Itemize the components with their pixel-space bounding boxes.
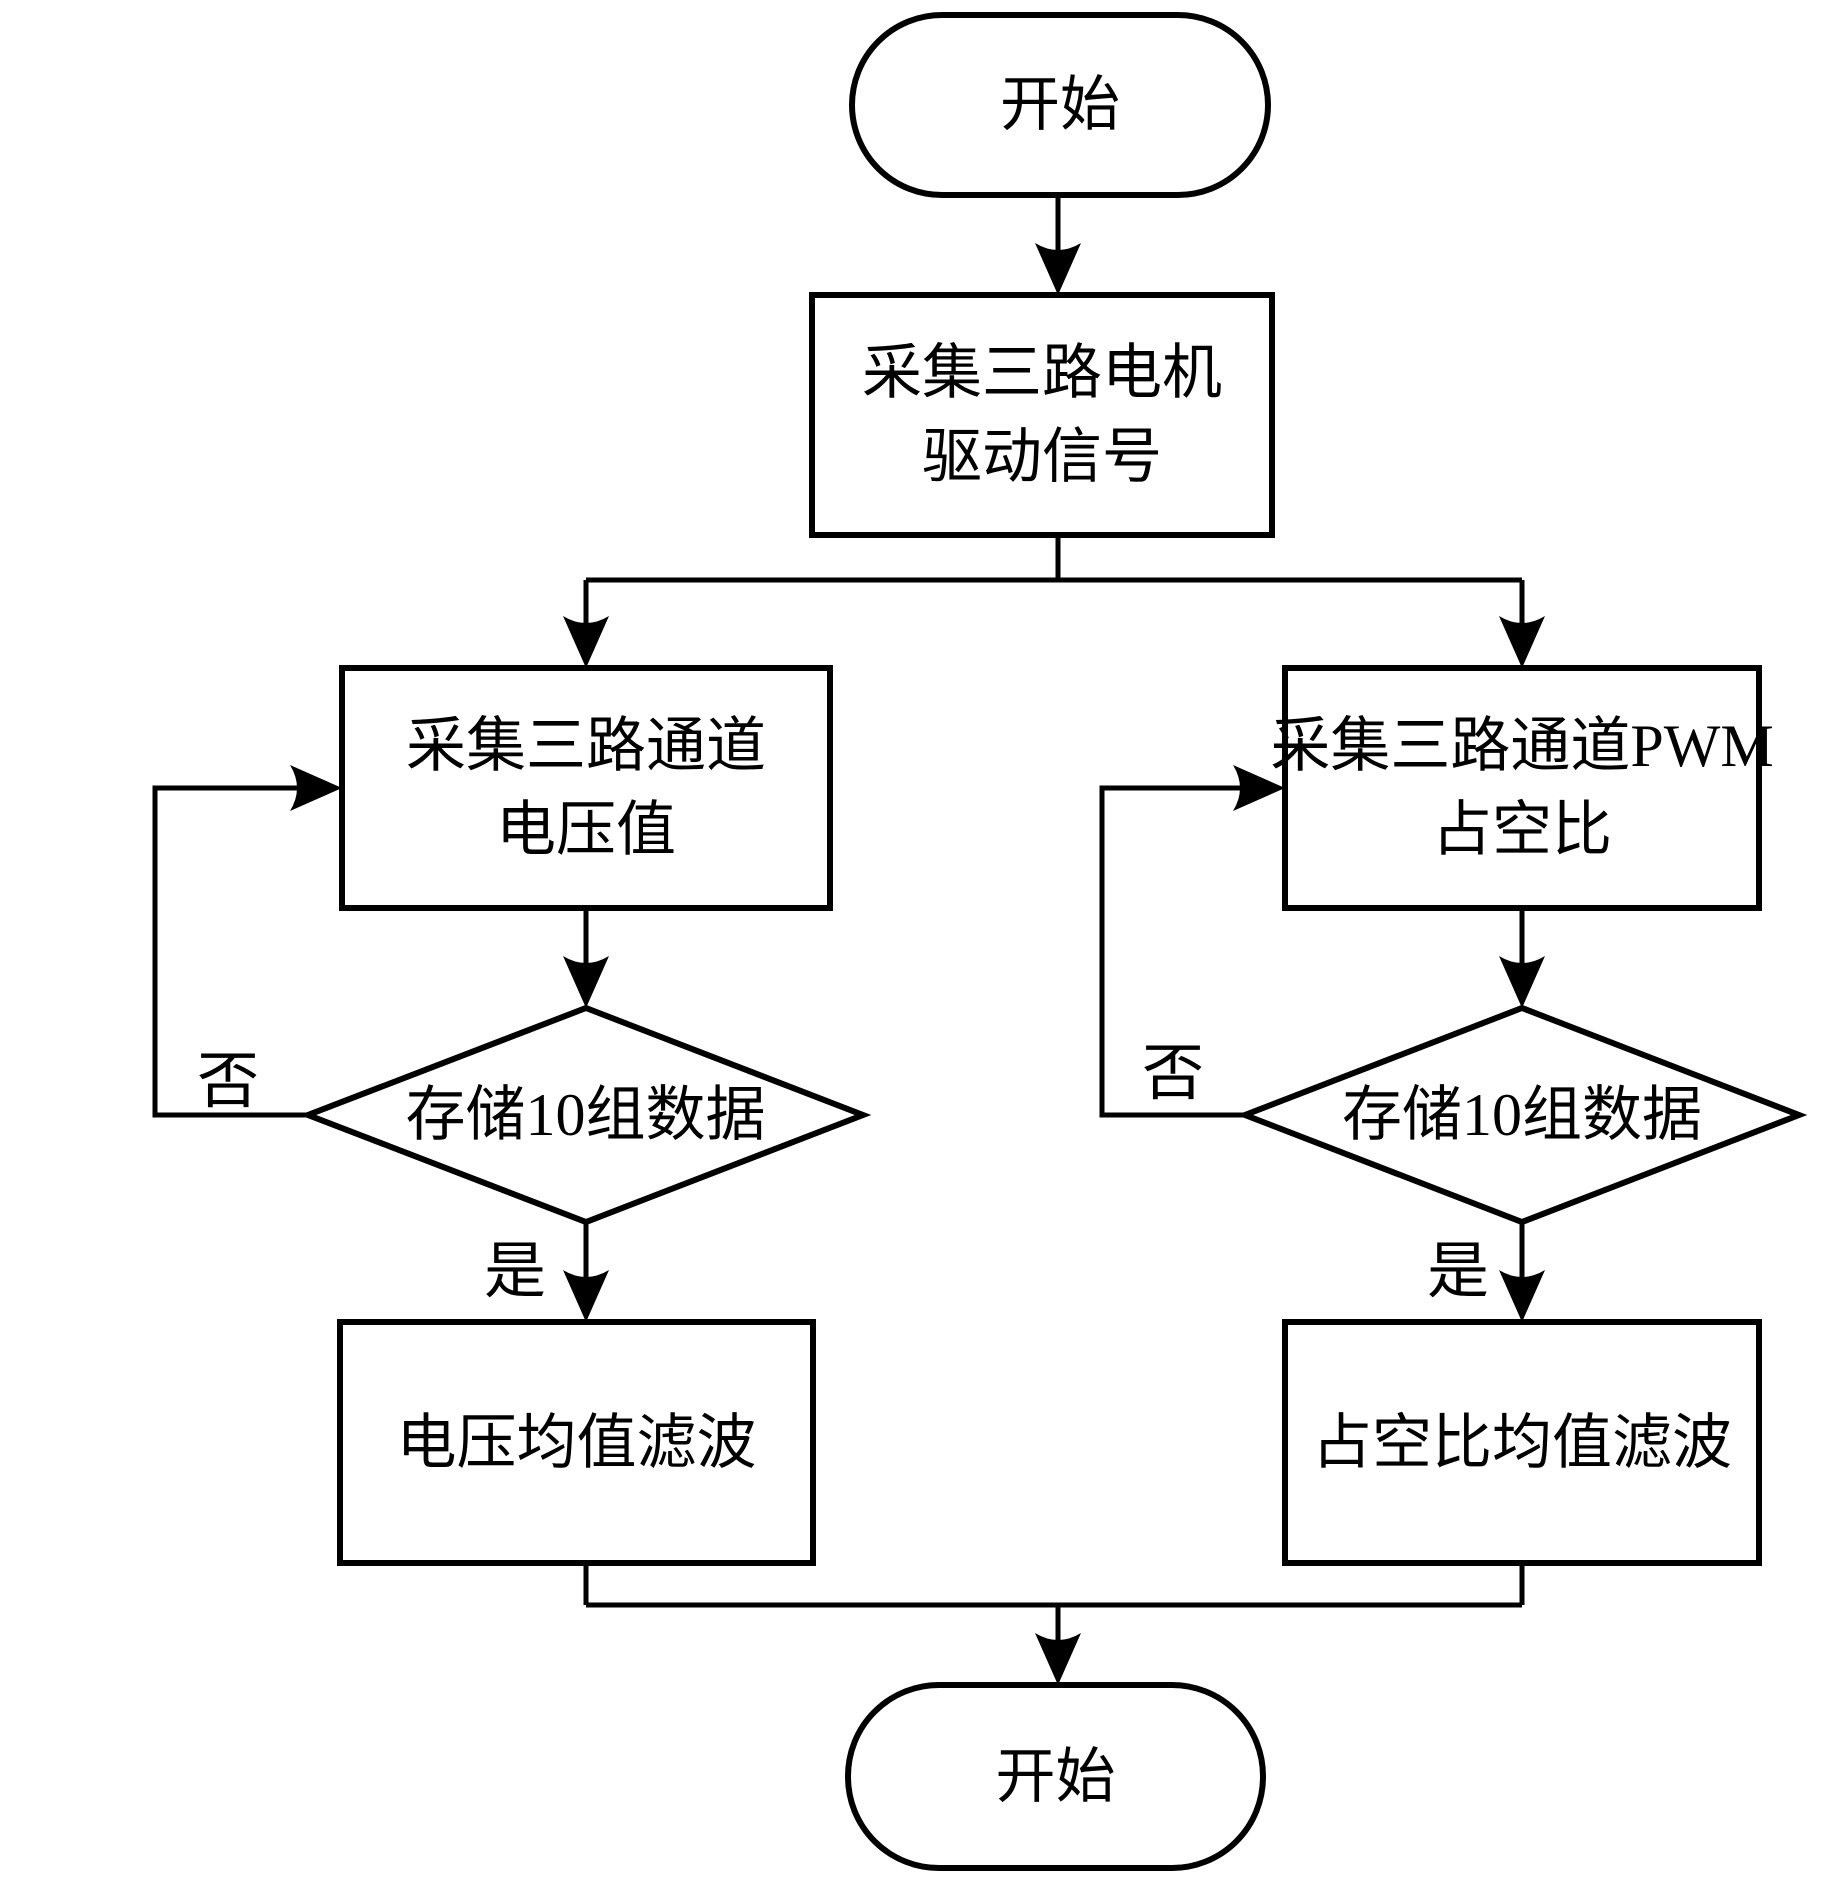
end-terminal-shape [845, 1682, 1266, 1871]
collect-pwm-shape [1282, 665, 1762, 911]
store-voltage-decision-label: 存储10组数据 [308, 1008, 863, 1222]
collect-motor-signal-label: 采集三路电机 驱动信号 [812, 295, 1272, 535]
collect-pwm-line1: 采集三路通道PWM [1270, 713, 1774, 779]
node-shapes [299, 12, 1808, 1871]
store-pwm-decision-label: 存储10组数据 [1245, 1008, 1799, 1222]
pwm-mean-filter-shape [1282, 1319, 1762, 1566]
voltage-mean-filter-text: 电压均值滤波 [396, 1409, 757, 1476]
edge-right-no-loop [1099, 785, 1245, 1118]
voltage-mean-filter-shape [337, 1319, 816, 1566]
collect-pwm-label: 采集三路通道PWM 占空比 [1270, 668, 1773, 908]
arrowhead-into-voltage-box [563, 616, 609, 668]
collect-voltage-shape [339, 665, 833, 911]
end-terminal-text: 开始 [995, 1743, 1116, 1810]
arrowhead-into-left-decision [563, 956, 609, 1008]
arrowhead-right-loop [1233, 765, 1285, 811]
store-voltage-decision-text: 存储10组数据 [405, 1082, 766, 1148]
right-yes-label: 是 [1426, 1238, 1489, 1306]
start-terminal-label: 开始 [852, 15, 1268, 195]
arrowhead-into-collect [1035, 243, 1081, 295]
connector-lines [152, 195, 1525, 1643]
edge-left-no-loop [152, 785, 308, 1118]
voltage-mean-filter-label: 电压均值滤波 [340, 1322, 813, 1563]
pwm-mean-filter-text: 占空比均值滤波 [1312, 1409, 1732, 1476]
left-no-label: 否 [196, 1048, 259, 1116]
start-terminal-text: 开始 [1000, 72, 1120, 138]
edge-merge [583, 1563, 1525, 1643]
pwm-mean-filter-label: 占空比均值滤波 [1285, 1322, 1759, 1563]
arrowheads [290, 243, 1545, 1685]
arrowhead-into-pwm-box [1499, 616, 1545, 668]
collect-voltage-line2: 电压值 [496, 797, 676, 863]
collect-motor-signal-line1: 采集三路电机 [862, 340, 1222, 406]
collect-voltage-line1: 采集三路通道 [406, 713, 766, 779]
arrowhead-into-pwm-filter [1499, 1270, 1545, 1322]
end-terminal-label: 开始 [848, 1685, 1263, 1868]
arrowhead-left-loop [290, 765, 342, 811]
arrowhead-into-end [1035, 1633, 1081, 1685]
store-pwm-decision-text: 存储10组数据 [1342, 1082, 1702, 1148]
store-pwm-decision-shape [1236, 1004, 1808, 1226]
start-terminal-shape [849, 12, 1271, 198]
arrowhead-into-right-decision [1499, 956, 1545, 1008]
collect-motor-signal-shape [809, 292, 1275, 538]
edge-split [583, 535, 1525, 624]
collect-pwm-line2: 占空比 [1432, 797, 1612, 863]
collect-motor-signal-line2: 驱动信号 [922, 424, 1162, 490]
collect-voltage-label: 采集三路通道 电压值 [342, 668, 830, 908]
store-voltage-decision-shape [299, 1004, 872, 1226]
arrowhead-into-voltage-filter [563, 1270, 609, 1322]
left-yes-label: 是 [483, 1238, 546, 1306]
right-no-label: 否 [1141, 1040, 1204, 1108]
